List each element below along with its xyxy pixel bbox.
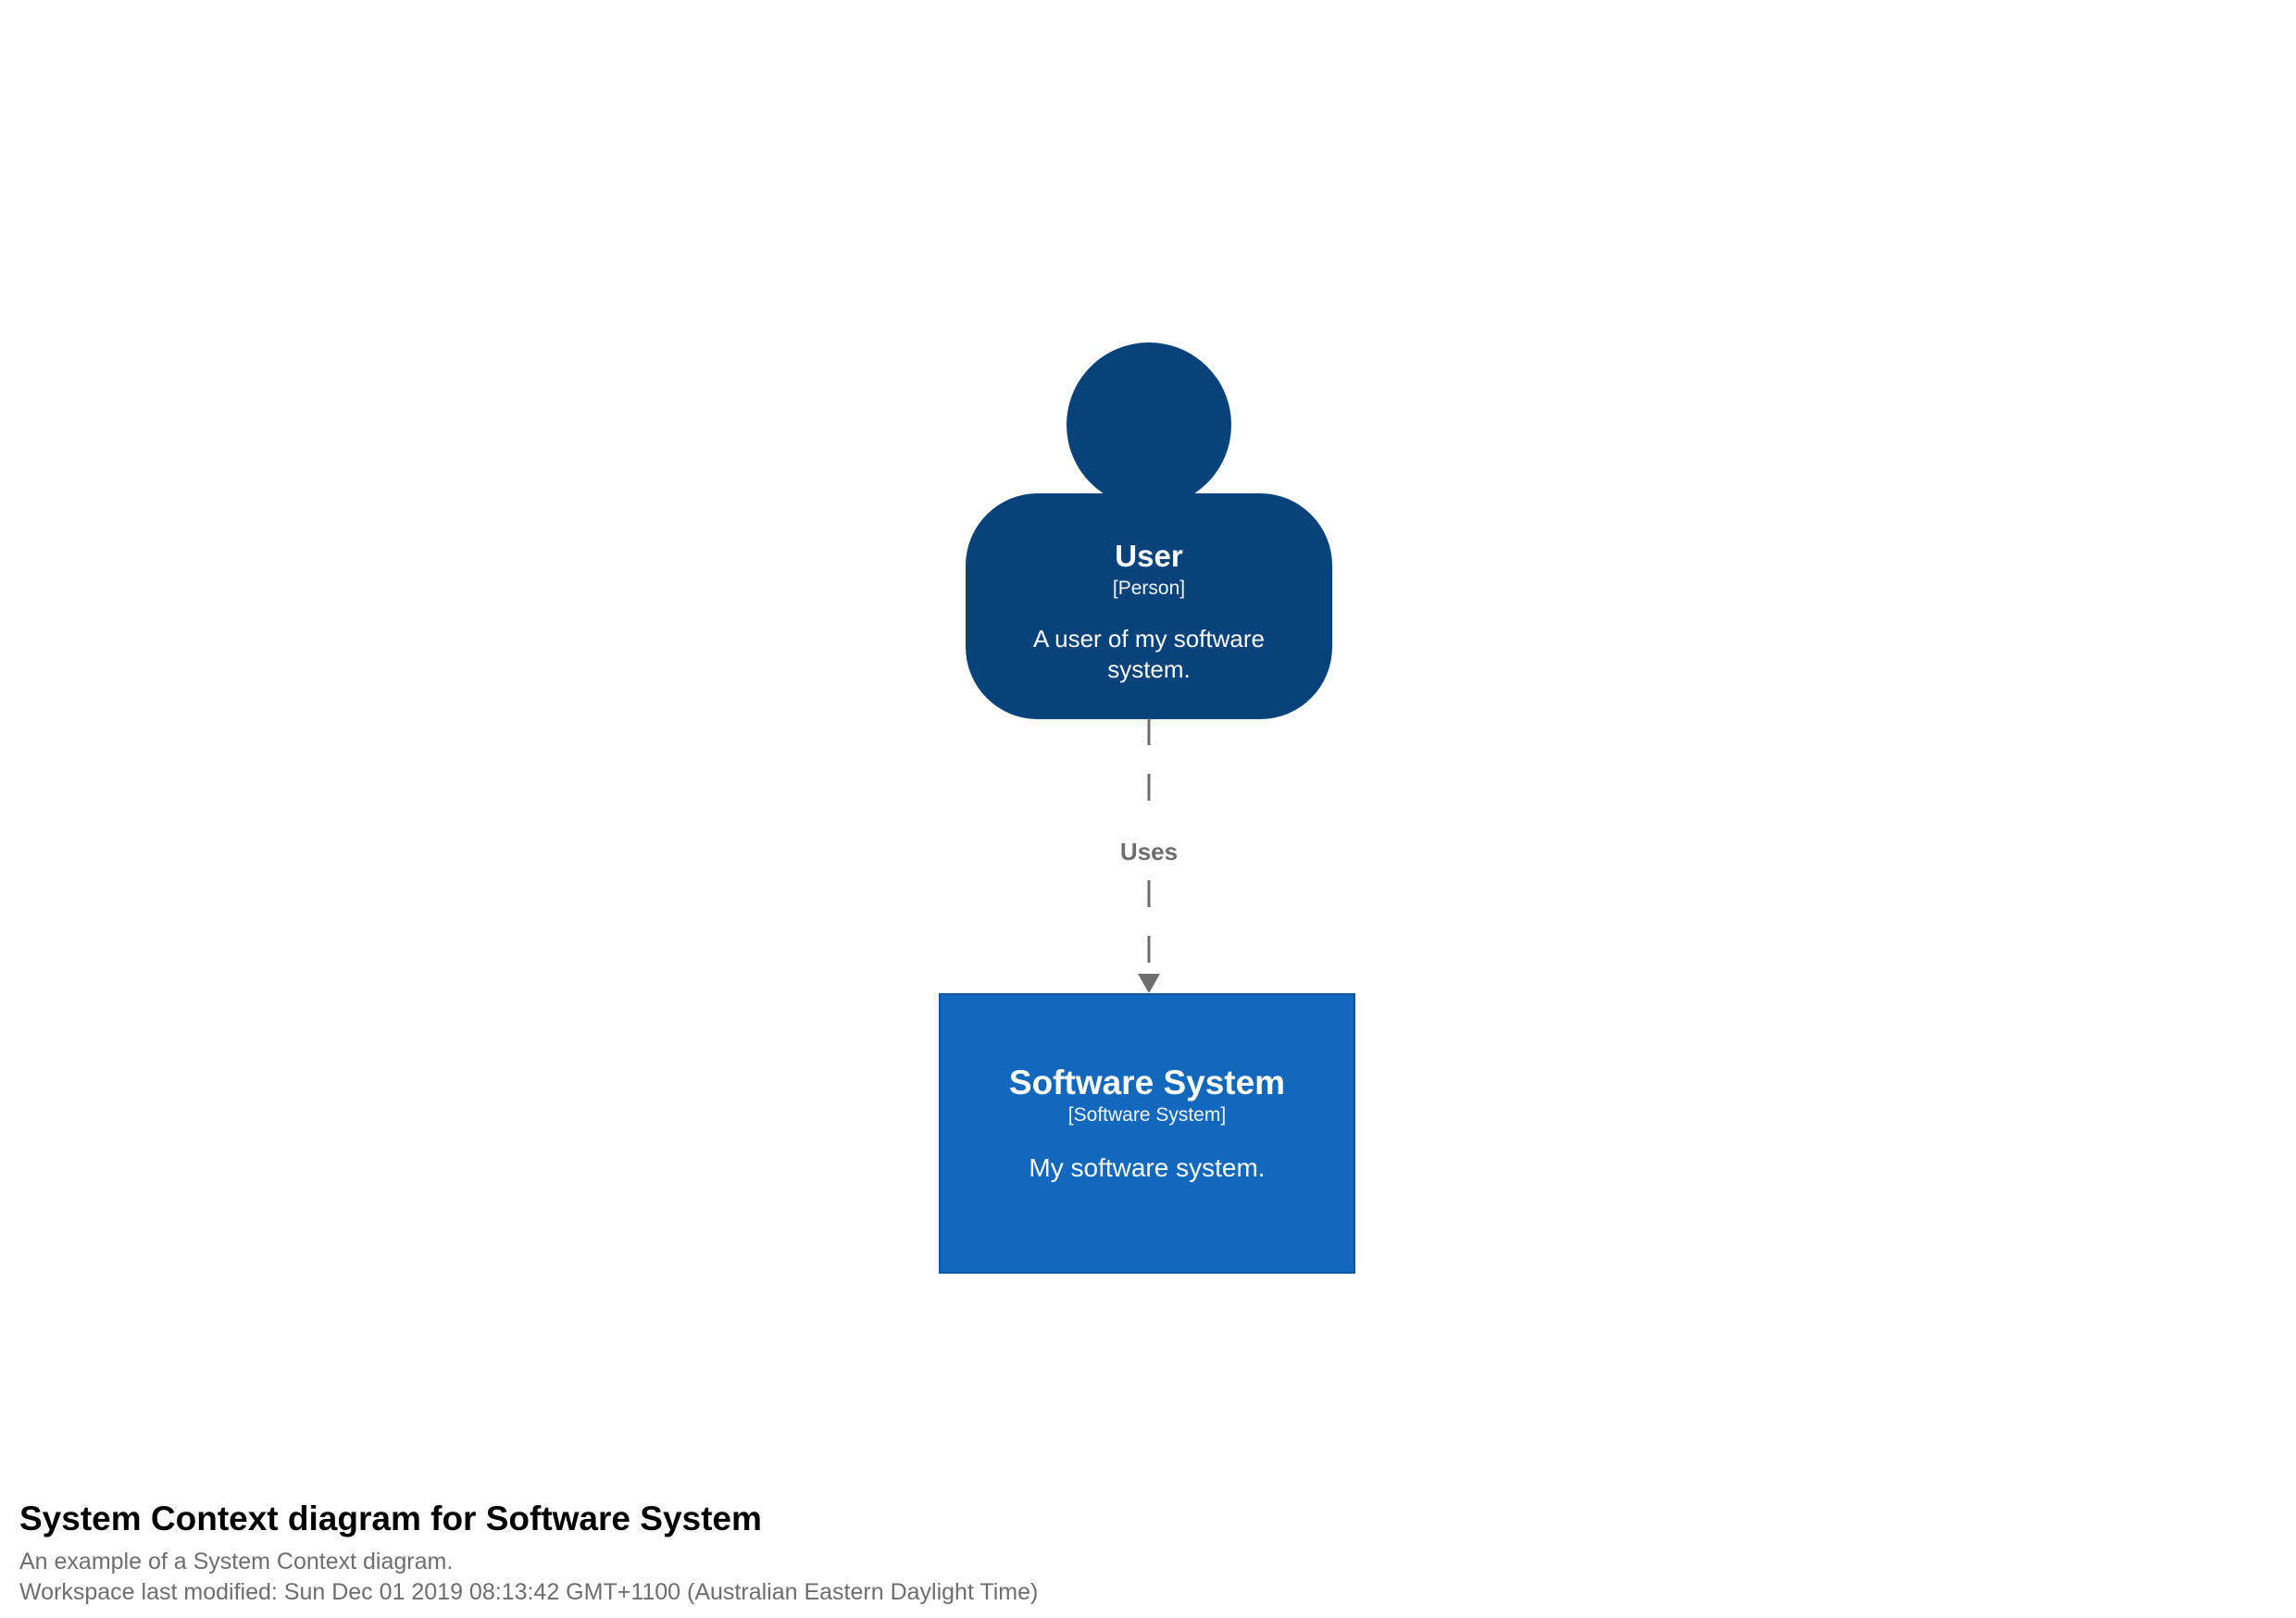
- relationship-arrowhead-icon: [1138, 974, 1160, 993]
- system-description: My software system.: [1029, 1152, 1266, 1182]
- person-user-node[interactable]: User [Person] A user of my software syst…: [966, 342, 1332, 719]
- workspace-last-modified: Workspace last modified: Sun Dec 01 2019…: [19, 1579, 1039, 1606]
- person-metadata: [Person]: [1112, 577, 1186, 599]
- person-head-shape: [1067, 342, 1231, 507]
- system-name: Software System: [1008, 1064, 1286, 1101]
- relationship-uses-line[interactable]: [1056, 716, 1242, 994]
- system-metadata: [Software System]: [1067, 1104, 1227, 1126]
- diagram-footer: System Context diagram for Software Syst…: [19, 1500, 1038, 1606]
- person-body-shape: User [Person] A user of my software syst…: [966, 493, 1332, 719]
- relationship-label[interactable]: Uses: [1075, 838, 1223, 866]
- diagram-title: System Context diagram for Software Syst…: [19, 1500, 762, 1537]
- software-system-node[interactable]: Software System [Software System] My sof…: [939, 993, 1355, 1274]
- person-description: A user of my software system.: [1033, 625, 1265, 683]
- diagram-subtitle: An example of a System Context diagram.: [19, 1548, 454, 1574]
- person-name: User: [1115, 539, 1183, 573]
